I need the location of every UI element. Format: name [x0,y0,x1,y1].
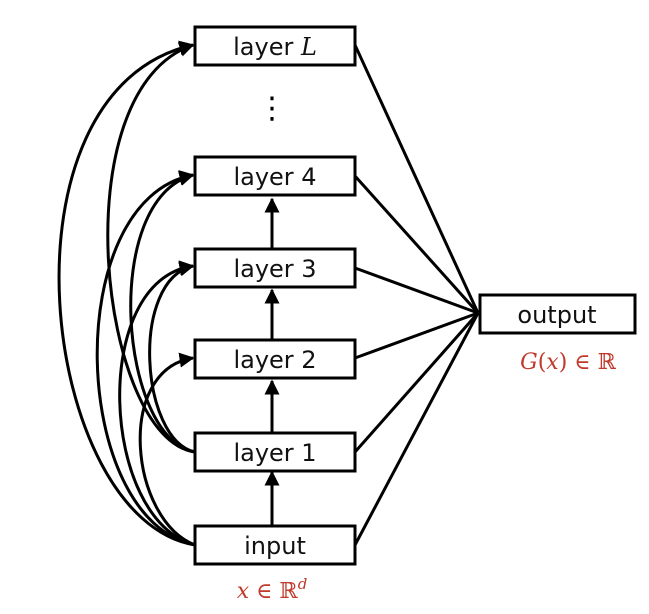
line-layerL-to-output [353,44,480,314]
node-layer-3: layer 3 [193,247,357,289]
skip-connections [57,40,196,547]
output-label: output [517,301,596,329]
skip-input-to-layer3 [118,260,196,547]
input-formula: x ∈ ℝd [237,575,308,604]
skip-layer1-to-layer4 [129,171,196,454]
node-output: output [478,293,637,335]
output-connections [353,44,480,546]
line-layer3-to-output [354,266,479,315]
line-layer4-to-output [353,174,480,315]
node-layer-L: layer L [193,25,357,67]
line-layer1-to-output [353,312,480,453]
output-formula: G(x) ∈ ℝ [520,350,616,375]
layer-2-label: layer 2 [233,346,316,374]
skip-input-to-layer4 [95,170,196,547]
node-layer-4: layer 4 [193,155,357,197]
ellipsis: ⋮ [257,91,287,126]
input-label: input [244,532,306,560]
skip-input-to-layerL [57,40,196,547]
node-layer-1: layer 1 [193,431,357,473]
layer-4-label: layer 4 [233,163,316,191]
skip-layer1-to-layer3 [148,261,196,454]
skip-layer1-to-layerL [106,42,196,454]
node-layer-2: layer 2 [193,338,357,380]
line-layer2-to-output [354,311,479,360]
line-input-to-output [353,312,480,546]
layer-1-label: layer 1 [233,439,316,467]
layer-L-label: layer L [233,33,317,61]
skip-input-to-layer2 [138,352,196,547]
layer-3-label: layer 3 [233,255,316,283]
node-input: input [193,524,357,566]
